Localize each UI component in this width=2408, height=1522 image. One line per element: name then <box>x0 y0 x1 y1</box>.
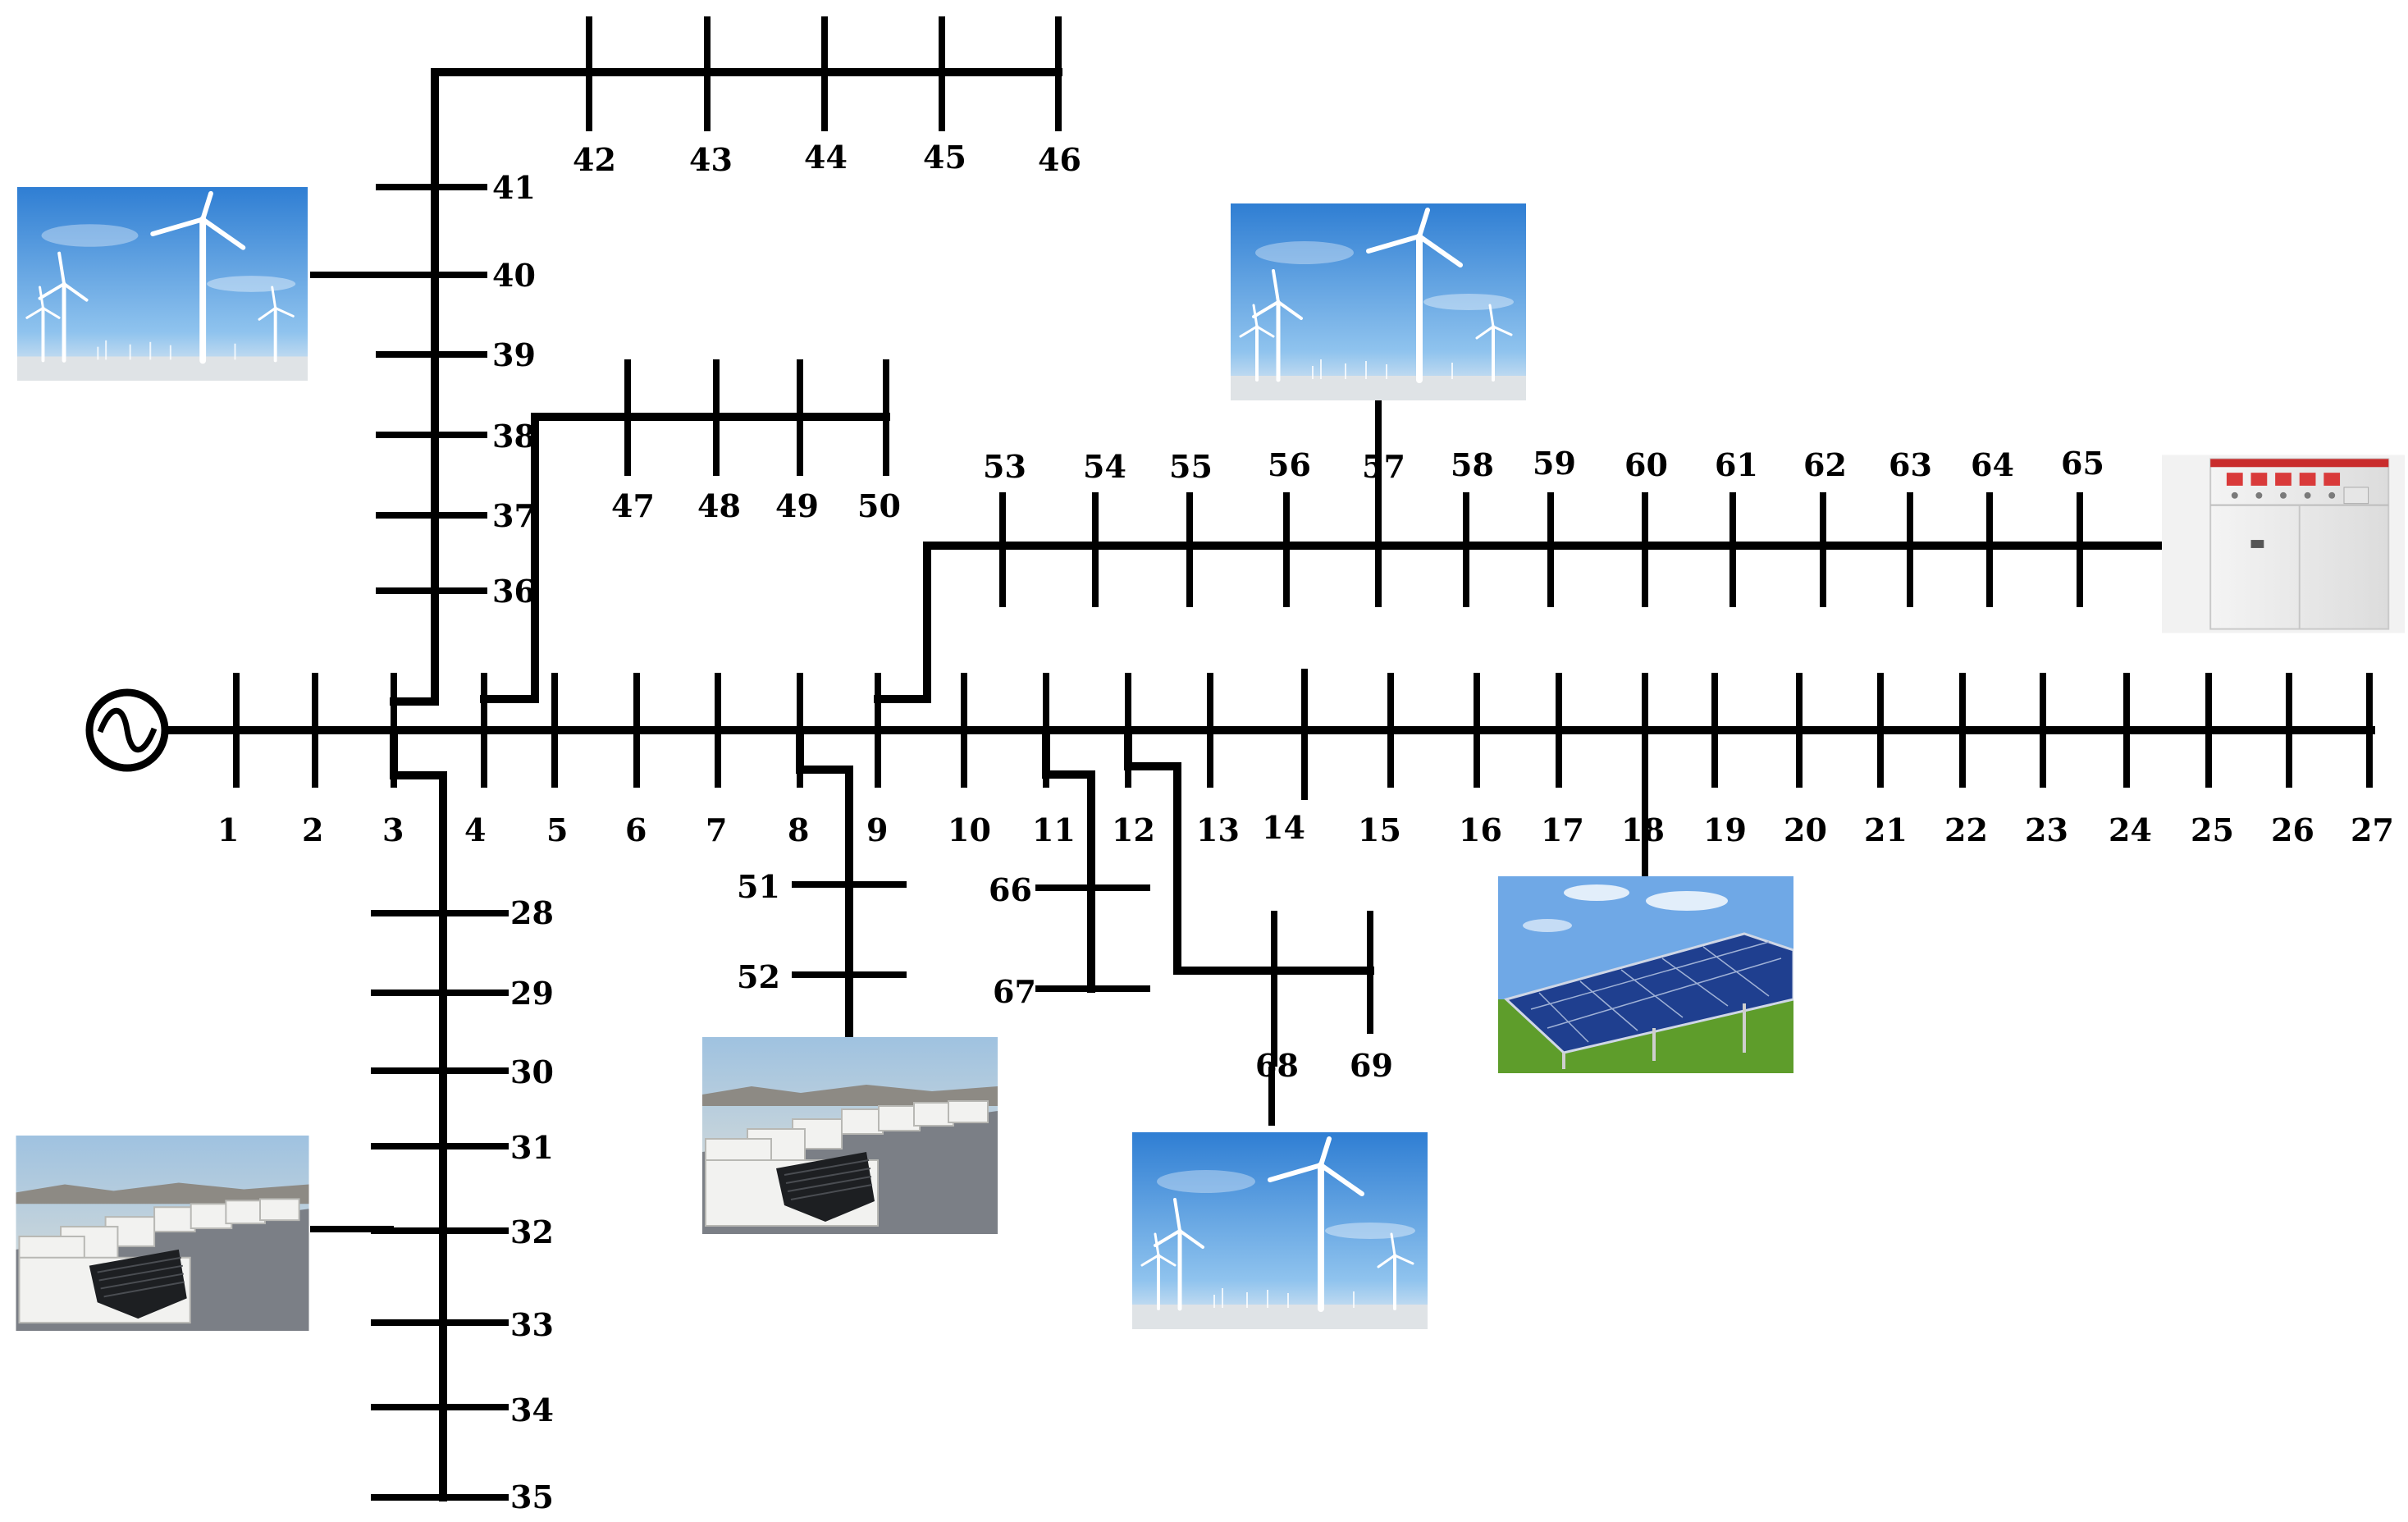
node-label-27: 27 <box>2351 811 2394 848</box>
node-label-69: 69 <box>1350 1047 1393 1084</box>
wind-turbine-icon <box>1231 203 1526 400</box>
node-label-32: 32 <box>510 1213 554 1250</box>
node-label-28: 28 <box>510 894 554 931</box>
node-label-54: 54 <box>1083 448 1126 485</box>
node-label-64: 64 <box>1971 446 2014 483</box>
node-label-25: 25 <box>2191 811 2234 848</box>
node-label-16: 16 <box>1459 811 1502 848</box>
lateral-47-50 <box>480 413 890 703</box>
ac-source-icon <box>85 688 242 772</box>
node-label-3: 3 <box>382 811 404 848</box>
node-label-51: 51 <box>737 868 780 905</box>
node-label-41: 41 <box>492 169 536 206</box>
node-label-29: 29 <box>510 975 554 1012</box>
node-label-39: 39 <box>492 336 536 373</box>
wind-turbine-icon <box>17 187 308 381</box>
node-label-23: 23 <box>2025 811 2068 848</box>
node-label-47: 47 <box>611 487 655 524</box>
node-label-1: 1 <box>217 811 239 848</box>
node-label-44: 44 <box>804 139 848 176</box>
node-label-4: 4 <box>464 811 486 848</box>
node-label-17: 17 <box>1541 811 1584 848</box>
node-label-20: 20 <box>1784 811 1827 848</box>
node-label-9: 9 <box>866 811 888 848</box>
node-label-62: 62 <box>1803 446 1847 483</box>
wind-turbine-icon <box>1132 1132 1428 1329</box>
node-label-48: 48 <box>697 487 741 524</box>
node-label-60: 60 <box>1624 446 1668 483</box>
lateral-53-65 <box>874 542 2170 703</box>
node-label-53: 53 <box>983 448 1026 485</box>
node-label-68: 68 <box>1255 1047 1299 1084</box>
node-label-65: 65 <box>2061 445 2104 482</box>
node-label-40: 40 <box>492 257 536 294</box>
node-label-14: 14 <box>1262 809 1305 846</box>
node-label-8: 8 <box>788 811 809 848</box>
node-label-18: 18 <box>1621 811 1665 848</box>
switchgear-cabinet-icon <box>2162 454 2405 634</box>
node-label-35: 35 <box>510 1479 554 1515</box>
node-label-66: 66 <box>989 871 1032 908</box>
node-label-57: 57 <box>1362 448 1405 485</box>
node-label-50: 50 <box>857 487 901 524</box>
node-label-5: 5 <box>546 811 568 848</box>
node-label-58: 58 <box>1451 446 1494 483</box>
node-label-33: 33 <box>510 1306 554 1343</box>
node-label-10: 10 <box>948 811 991 848</box>
node-label-13: 13 <box>1196 811 1240 848</box>
node-labels: 1 2 3 4 5 6 7 8 9 10 11 12 13 14 15 16 1… <box>217 139 2394 1515</box>
node-label-36: 36 <box>492 573 536 610</box>
node-label-55: 55 <box>1169 448 1213 485</box>
node-label-49: 49 <box>775 487 819 524</box>
node-label-59: 59 <box>1533 445 1576 482</box>
node-label-56: 56 <box>1268 446 1311 483</box>
node-label-38: 38 <box>492 418 536 455</box>
node-label-24: 24 <box>2109 811 2152 848</box>
node-label-45: 45 <box>923 139 966 176</box>
lateral-68-69 <box>1124 726 1374 975</box>
node-label-46: 46 <box>1038 141 1081 178</box>
node-ticks <box>233 16 2373 1501</box>
node-label-42: 42 <box>573 141 616 178</box>
node-label-12: 12 <box>1112 811 1155 848</box>
battery-storage-icon <box>702 1037 998 1234</box>
node-label-11: 11 <box>1032 811 1076 848</box>
node-label-63: 63 <box>1889 446 1932 483</box>
node-label-21: 21 <box>1864 811 1908 848</box>
lateral-66-67 <box>1042 726 1095 993</box>
node-label-6: 6 <box>625 811 647 848</box>
node-label-19: 19 <box>1703 811 1747 848</box>
node-label-30: 30 <box>510 1054 554 1090</box>
battery-storage-icon <box>15 1136 310 1331</box>
node-label-2: 2 <box>302 811 323 848</box>
solar-panel-icon <box>1498 876 1793 1073</box>
node-label-15: 15 <box>1358 811 1401 848</box>
node-label-61: 61 <box>1715 446 1758 483</box>
node-label-67: 67 <box>993 973 1036 1010</box>
node-label-7: 7 <box>706 811 727 848</box>
node-label-52: 52 <box>737 958 780 995</box>
node-label-31: 31 <box>510 1129 554 1166</box>
node-label-26: 26 <box>2271 811 2314 848</box>
lateral-36-41 <box>390 68 439 706</box>
node-label-43: 43 <box>689 141 733 178</box>
node-label-37: 37 <box>492 497 536 534</box>
node-label-22: 22 <box>1944 811 1988 848</box>
node-label-34: 34 <box>510 1392 554 1428</box>
